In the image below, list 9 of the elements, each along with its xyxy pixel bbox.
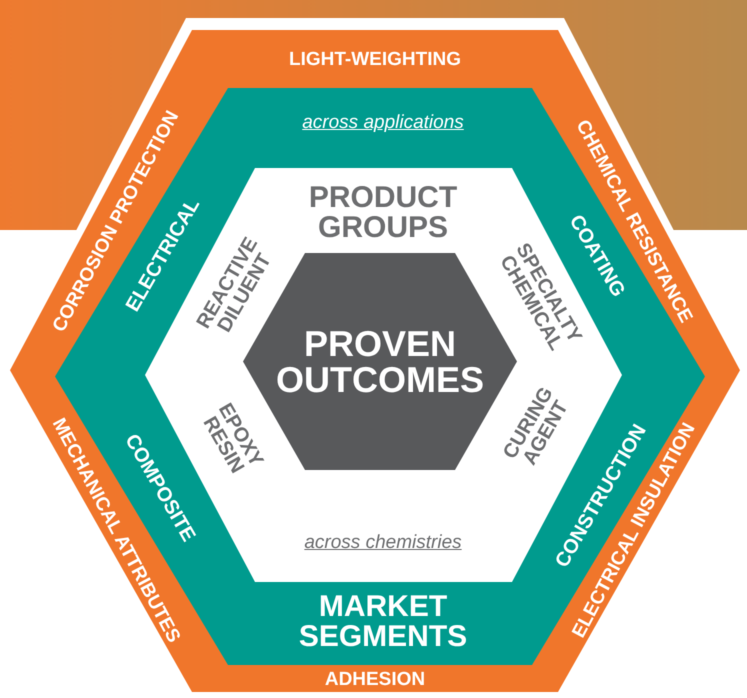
group-caption: across chemistries — [303, 532, 463, 552]
hexagon-band — [10, 30, 740, 692]
hexagon-band — [55, 88, 705, 665]
segment-caption: across applications — [301, 112, 465, 132]
band-label: LIGHT-WEIGHTING — [288, 50, 462, 68]
band-label: ADHESION — [324, 670, 426, 688]
center-title: PROVEN OUTCOMES — [275, 326, 485, 398]
segment-title: MARKET SEGMENTS — [298, 592, 468, 652]
group-title: PRODUCT GROUPS — [308, 183, 458, 243]
